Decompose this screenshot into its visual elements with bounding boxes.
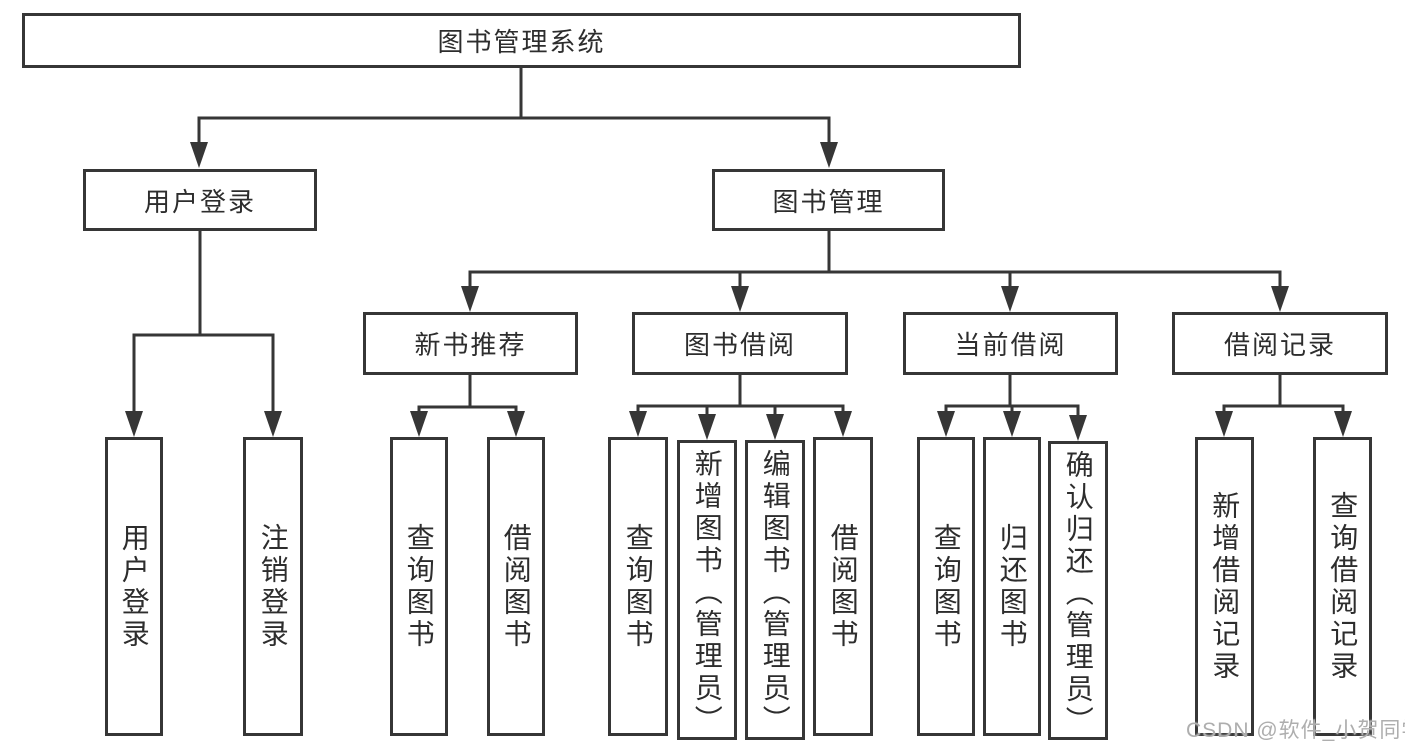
leaf-borrowing-add-book: 新增图书（管理员） <box>677 440 737 740</box>
leaf-records-query-record-label: 查询借阅记录 <box>1327 490 1359 683</box>
leaf-borrowing-add-book-label: 新增图书（管理员） <box>691 449 723 737</box>
leaf-recommend-query-book: 查询图书 <box>390 437 448 736</box>
arrowheads <box>125 142 1352 441</box>
node-current-borrowing-label: 当前借阅 <box>954 330 1067 360</box>
node-root-label: 图书管理系统 <box>437 27 606 57</box>
leaf-recommend-borrow-book: 借阅图书 <box>487 437 545 736</box>
leaf-borrowing-query-book: 查询图书 <box>608 437 668 736</box>
watermark-text: CSDN @软件_小贺同学 <box>1186 719 1405 742</box>
leaf-current-confirm-return: 确认归还（管理员） <box>1048 441 1108 740</box>
leaf-records-add-record-label: 新增借阅记录 <box>1209 490 1241 683</box>
node-book-management-label: 图书管理 <box>772 186 885 217</box>
leaf-records-query-record: 查询借阅记录 <box>1313 437 1372 736</box>
leaf-borrowing-borrow-book-label: 借阅图书 <box>827 522 859 651</box>
node-book-management: 图书管理 <box>712 169 945 231</box>
leaf-borrowing-edit-book-label: 编辑图书（管理员） <box>759 449 791 737</box>
node-new-book-recommend: 新书推荐 <box>363 312 578 375</box>
leaf-current-return-book-label: 归还图书 <box>996 522 1028 651</box>
leaf-recommend-query-book-label: 查询图书 <box>403 522 435 651</box>
node-book-borrowing-label: 图书借阅 <box>683 330 796 360</box>
leaf-borrowing-borrow-book: 借阅图书 <box>813 437 873 736</box>
node-borrowing-records-label: 借阅记录 <box>1223 330 1336 360</box>
leaf-user-login-label: 用户登录 <box>118 522 150 651</box>
leaf-current-query-book-label: 查询图书 <box>930 522 962 651</box>
leaf-recommend-borrow-book-label: 借阅图书 <box>500 522 532 651</box>
leaf-records-add-record: 新增借阅记录 <box>1195 437 1254 736</box>
leaf-logout: 注销登录 <box>243 437 303 736</box>
node-root: 图书管理系统 <box>22 13 1021 68</box>
node-new-book-recommend-label: 新书推荐 <box>414 330 527 360</box>
leaf-borrowing-edit-book: 编辑图书（管理员） <box>745 440 805 740</box>
leaf-logout-label: 注销登录 <box>257 522 289 651</box>
leaf-current-return-book: 归还图书 <box>983 437 1041 736</box>
node-user-login-label: 用户登录 <box>143 186 256 217</box>
leaf-current-query-book: 查询图书 <box>917 437 975 736</box>
node-user-login: 用户登录 <box>83 169 317 231</box>
node-current-borrowing: 当前借阅 <box>903 312 1118 375</box>
leaf-user-login: 用户登录 <box>105 437 163 736</box>
leaf-borrowing-query-book-label: 查询图书 <box>622 522 654 651</box>
node-borrowing-records: 借阅记录 <box>1172 312 1388 375</box>
node-book-borrowing: 图书借阅 <box>632 312 848 375</box>
connector-paths <box>132 66 1345 424</box>
leaf-current-confirm-return-label: 确认归还（管理员） <box>1062 450 1094 738</box>
